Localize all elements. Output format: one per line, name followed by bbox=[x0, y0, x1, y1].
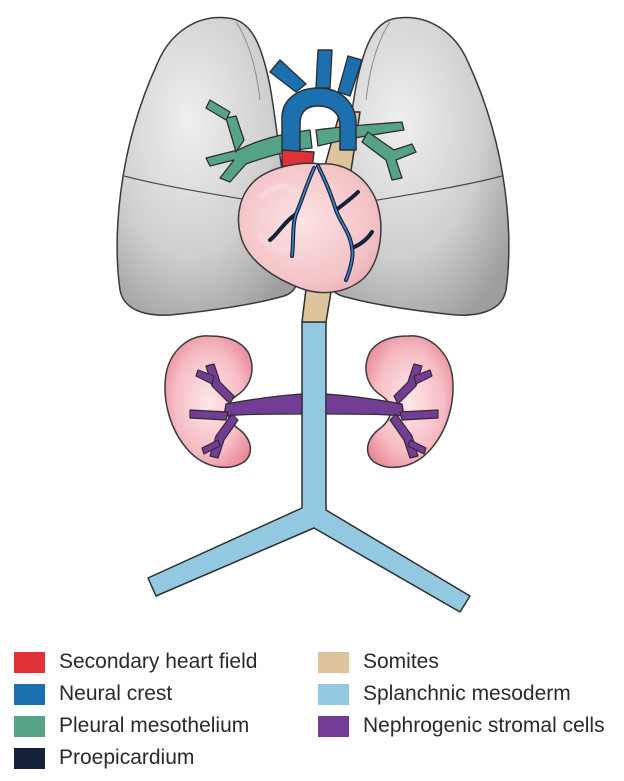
light-blue-swatch bbox=[318, 684, 349, 705]
neural-crest-aortic-arch bbox=[270, 50, 362, 152]
legend-label: Proepicardium bbox=[59, 746, 194, 770]
green-swatch bbox=[14, 716, 45, 737]
legend: Secondary heart field Neural crest Pleur… bbox=[0, 640, 624, 781]
legend-item-pleural-mesothelium: Pleural mesothelium bbox=[14, 712, 249, 740]
red-swatch bbox=[14, 652, 45, 673]
legend-item-nephrogenic-stromal-cells: Nephrogenic stromal cells bbox=[318, 712, 605, 740]
purple-swatch bbox=[318, 716, 349, 737]
legend-item-neural-crest: Neural crest bbox=[14, 680, 172, 708]
blue-swatch bbox=[14, 684, 45, 705]
legend-item-secondary-heart-field: Secondary heart field bbox=[14, 648, 257, 676]
legend-label: Pleural mesothelium bbox=[59, 714, 249, 738]
legend-label: Neural crest bbox=[59, 682, 172, 706]
dark-navy-swatch bbox=[14, 748, 45, 769]
legend-label: Splanchnic mesoderm bbox=[363, 682, 571, 706]
organ-lineage-diagram bbox=[0, 0, 624, 640]
legend-item-somites: Somites bbox=[318, 648, 439, 676]
legend-label: Somites bbox=[363, 650, 439, 674]
tan-swatch bbox=[318, 652, 349, 673]
legend-label: Secondary heart field bbox=[59, 650, 257, 674]
legend-item-splanchnic-mesoderm: Splanchnic mesoderm bbox=[318, 680, 571, 708]
legend-item-proepicardium: Proepicardium bbox=[14, 744, 194, 772]
legend-label: Nephrogenic stromal cells bbox=[363, 714, 605, 738]
